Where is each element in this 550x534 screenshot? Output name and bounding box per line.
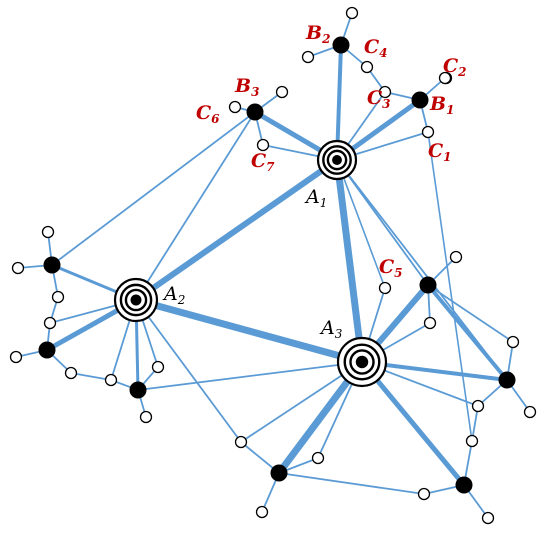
node-w2 [301, 50, 315, 64]
node-k6 [270, 464, 288, 482]
edge-b3-a2 [135, 111, 256, 301]
label-a2: A2 [162, 283, 185, 307]
node-w24 [481, 511, 495, 525]
label-c4: C4 [364, 36, 387, 60]
label-c5: C5 [379, 256, 402, 280]
label-c7: C7 [251, 150, 275, 174]
labels-layer: A1 A2 A3 B2 C4 C2 C3 B1 C1 B3 C6 C7 C5 [162, 22, 466, 341]
label-b3: B3 [234, 75, 259, 99]
edge-k3-a3 [137, 361, 363, 391]
node-w15 [423, 316, 437, 330]
edge-a2-a3 [132, 296, 366, 366]
node-w8 [43, 316, 57, 330]
label-c6: C6 [196, 102, 220, 126]
label-b1: B1 [429, 93, 454, 117]
node-w16 [506, 335, 520, 349]
node-k5 [498, 371, 516, 389]
node-b2 [332, 36, 350, 54]
edge-w10-w11 [70, 372, 112, 381]
node-k2 [38, 341, 56, 359]
node-w20 [234, 435, 248, 449]
edge-a1-a3 [333, 156, 366, 366]
node-w17 [523, 405, 537, 419]
node-w18 [471, 399, 485, 413]
label-c3: C3 [367, 87, 390, 111]
edge-a1-a2 [133, 157, 340, 303]
node-b3 [246, 103, 264, 121]
node-w10 [64, 366, 78, 380]
label-b2: B2 [305, 22, 330, 46]
node-w4 [275, 85, 289, 99]
node-k3 [129, 381, 147, 399]
node-w23 [417, 487, 431, 501]
node-k4 [419, 276, 437, 294]
node-w21 [311, 451, 325, 465]
node-k7 [455, 476, 473, 494]
edge-a3-k7 [359, 359, 467, 488]
node-w6 [11, 261, 25, 275]
node-c6 [228, 100, 242, 114]
node-c5 [378, 281, 392, 295]
edge-a1-c5 [336, 159, 386, 289]
edge-c1-w19 [427, 131, 473, 442]
node-w13 [151, 360, 165, 374]
label-a1: A1 [304, 186, 327, 210]
label-c1: C1 [428, 140, 451, 164]
node-k1 [43, 256, 61, 274]
edges-layer [15, 12, 531, 519]
node-c7 [256, 138, 270, 152]
edge-k4-w16 [427, 284, 514, 343]
label-a3: A3 [319, 317, 343, 341]
nodes-layer [9, 6, 537, 525]
node-w12 [139, 410, 153, 424]
edge-a2-w20 [135, 299, 242, 443]
node-c4 [360, 60, 374, 74]
node-b1 [411, 91, 429, 109]
edge-w23-k6 [278, 472, 425, 495]
node-w7 [51, 290, 65, 304]
node-c1 [421, 125, 435, 139]
node-w9 [9, 350, 23, 364]
node-w19 [465, 434, 479, 448]
node-w22 [255, 505, 269, 519]
node-w14 [449, 250, 463, 264]
label-c2: C2 [443, 55, 466, 79]
node-w5 [41, 225, 55, 239]
node-w11 [104, 373, 118, 387]
node-w3 [438, 71, 452, 85]
edge-b3-k1 [51, 111, 256, 266]
node-c3 [378, 85, 392, 99]
node-w1 [345, 6, 359, 20]
edge-k4-k5 [426, 283, 509, 382]
